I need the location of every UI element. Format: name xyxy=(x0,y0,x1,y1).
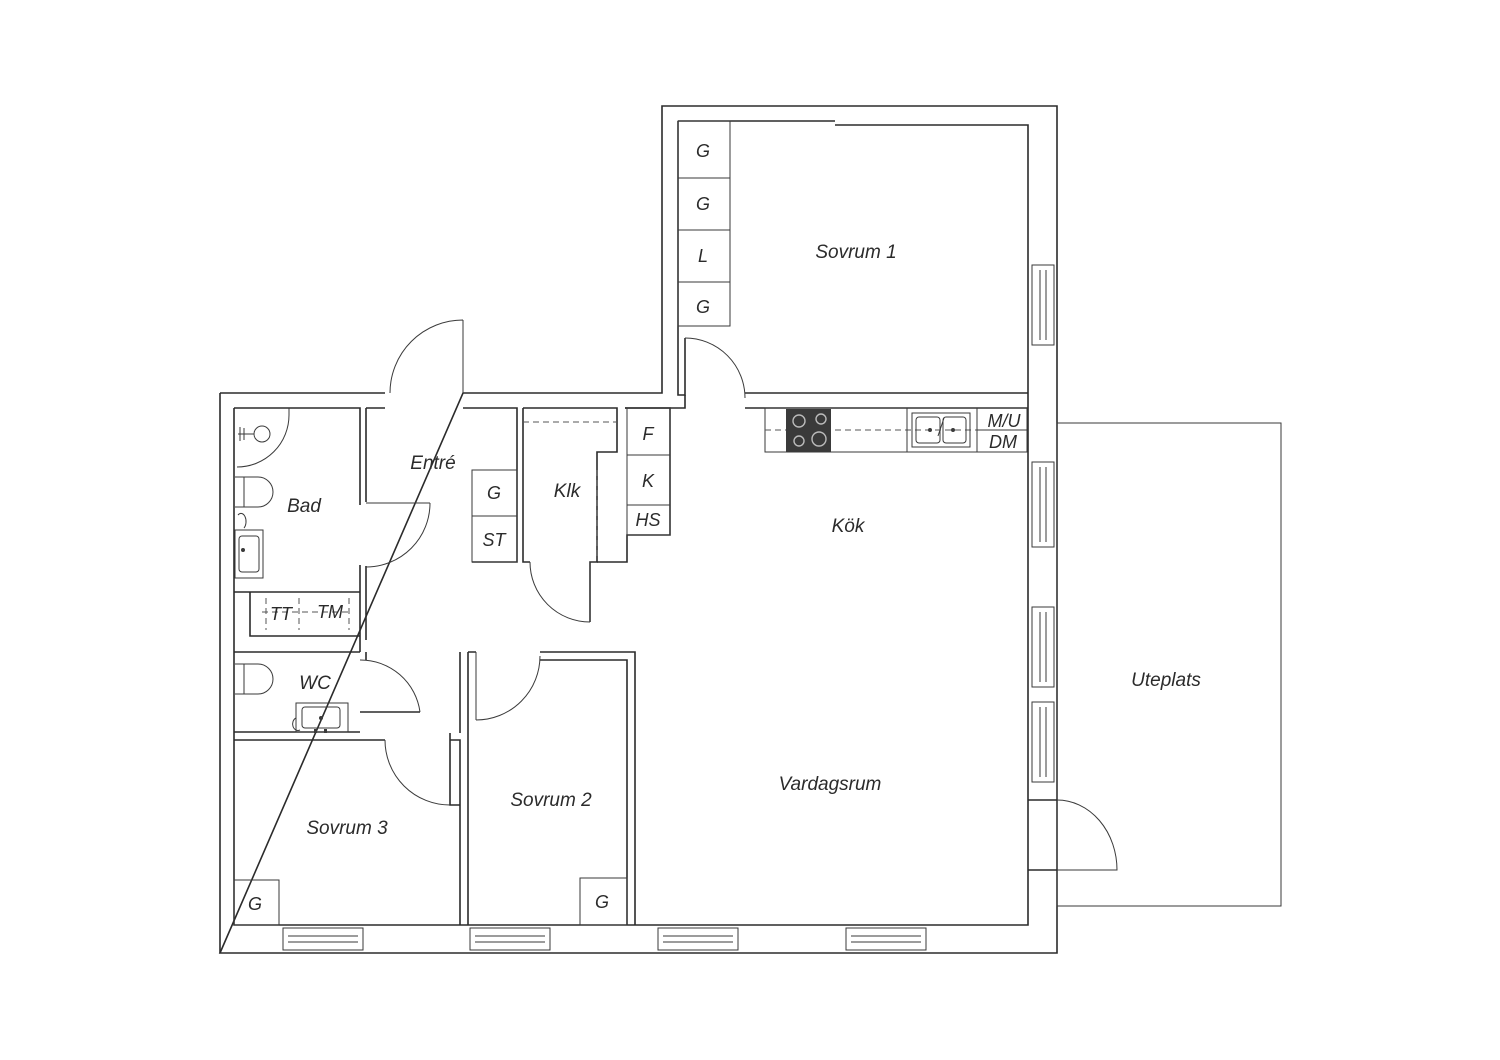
room-label-wc: WC xyxy=(299,673,331,694)
room-label-bad: Bad xyxy=(287,496,322,517)
wc-toilet-icon xyxy=(235,663,274,695)
room-label-sovrum-2: Sovrum 2 xyxy=(510,790,592,811)
wardrobe-label: G xyxy=(487,483,501,503)
laundry-area: TT TM xyxy=(262,598,352,630)
room-label-sovrum-3: Sovrum 3 xyxy=(306,818,388,839)
linen-closet-label: L xyxy=(698,246,708,266)
toilet-icon xyxy=(235,476,274,508)
kitchen-sink-icon xyxy=(911,412,971,448)
freezer-label: F xyxy=(643,424,655,444)
hall-closets: G ST xyxy=(471,469,518,563)
wardrobe-label: G xyxy=(595,892,609,912)
shower-icon xyxy=(236,408,290,468)
klk-interior xyxy=(523,421,617,560)
fridge-label: K xyxy=(642,471,655,491)
wardrobe-column-sovrum1: G G L G xyxy=(677,120,731,327)
stove-icon xyxy=(786,409,831,452)
windows xyxy=(282,264,1055,951)
fridge-freezer-column: F K HS xyxy=(626,407,671,536)
dryer-label: TT xyxy=(270,604,294,624)
wardrobe-label: G xyxy=(696,297,710,317)
wardrobe-label: G xyxy=(696,141,710,161)
bathroom-sink-icon xyxy=(234,512,264,579)
cabinet-label: HS xyxy=(635,510,660,530)
room-label-uteplats: Uteplats xyxy=(1131,670,1201,691)
wardrobe-label: G xyxy=(696,194,710,214)
room-label-entre: Entré xyxy=(410,453,455,474)
doors xyxy=(359,319,1118,871)
room-label-kok: Kök xyxy=(832,516,866,537)
dishwasher-label: DM xyxy=(989,432,1017,452)
wc-sink-icon xyxy=(292,702,349,733)
microwave-oven-label: M/U xyxy=(988,411,1022,431)
room-label-vardagsrum: Vardagsrum xyxy=(779,774,882,795)
wardrobe-label: G xyxy=(248,894,262,914)
interior-walls xyxy=(234,392,1282,925)
room-label-klk: Klk xyxy=(554,481,582,502)
washer-label: TM xyxy=(317,602,343,622)
cleaning-closet-label: ST xyxy=(482,530,507,550)
room-label-sovrum-1: Sovrum 1 xyxy=(815,242,896,263)
bedroom-wardrobes: G G xyxy=(233,877,628,926)
room-labels: Sovrum 1 Entré Bad Klk Kök Uteplats WC V… xyxy=(287,242,1201,839)
